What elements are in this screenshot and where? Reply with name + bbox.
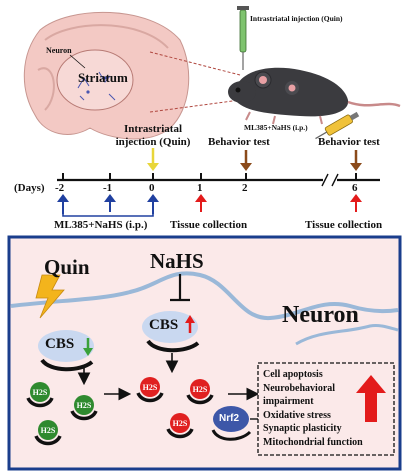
h2s-molecule: H2S (26, 382, 54, 408)
h2s-label: H2S (77, 401, 92, 410)
treatment-arrow-day-minus2 (57, 194, 69, 214)
cbs-left-label: CBS (45, 336, 75, 352)
h2s-molecule: H2S (136, 377, 164, 403)
h2s-molecule-group: H2S H2S H2S H2S H2S H2S (26, 377, 214, 446)
tick-label: 0 (149, 182, 155, 194)
h2s-molecule: H2S (70, 395, 98, 421)
treatment-arrow-day-0 (147, 194, 159, 214)
outcome-item: Oxidative stress (263, 409, 331, 421)
brain-section-illustration (23, 11, 190, 140)
cbs-left-base (40, 358, 94, 372)
tissue-arrow-1 (195, 194, 207, 212)
striatum-label: Striatum (78, 70, 128, 85)
h2s-label: H2S (41, 426, 56, 435)
outcome-list: Cell apoptosis Neurobehavioral impairmen… (263, 368, 363, 449)
neuron-process (295, 324, 399, 346)
neuron-membrane (10, 271, 399, 321)
h2s-molecule: H2S (34, 420, 62, 446)
injection-arrow (147, 148, 159, 171)
cbs-left-ellipse (38, 330, 94, 362)
h2s-label: H2S (193, 385, 208, 394)
syringe-ip-icon (315, 111, 360, 140)
h2s-label: H2S (143, 383, 158, 392)
neuron-pointer-line (69, 54, 86, 69)
outcome-item: Neurobehavioral (263, 382, 336, 394)
injection-top-label: Intrastriatal injection (Quin) (250, 14, 343, 23)
outcome-item: Mitochondrial function (263, 436, 363, 448)
tick-label: 1 (197, 182, 203, 194)
behavior-arrow-1 (240, 150, 252, 171)
event-behavior-1: Behavior test (208, 136, 270, 148)
tick-label: -2 (55, 182, 65, 194)
zoom-dash-top (149, 51, 241, 76)
event-injection-line1: Intrastriatal (123, 123, 183, 135)
syringe-injection-icon (237, 6, 249, 70)
h2s-label: H2S (33, 388, 48, 397)
neuron-panel-label: Neuron (282, 302, 359, 328)
event-injection-line2: injection (Quin) (115, 136, 191, 148)
cbs-right-ellipse (142, 311, 198, 343)
down-arrow-icon (83, 338, 93, 356)
lightning-bolt-icon (35, 274, 65, 319)
timeline-axis (57, 173, 380, 187)
up-arrow-icon (185, 315, 195, 333)
h2s-molecule: H2S (166, 413, 194, 439)
tick-label: 6 (352, 182, 358, 194)
outcome-item: Synaptic plasticity (263, 423, 342, 434)
cbs-right-label: CBS (149, 317, 179, 333)
mouse-illustration (228, 67, 401, 125)
tick-label: -1 (103, 182, 113, 194)
behavior-arrow-2 (350, 150, 362, 171)
tissue-collection-1: Tissue collection (170, 219, 248, 231)
nrf2-ellipse (213, 406, 249, 432)
quin-label: Quin (44, 255, 90, 279)
zoom-dash-bottom (149, 99, 241, 113)
days-label: (Days) (14, 182, 45, 194)
treatment-bracket (62, 214, 154, 217)
h2s-label: H2S (173, 419, 188, 428)
tick-label: 2 (242, 182, 248, 194)
event-behavior-2: Behavior test (318, 136, 380, 148)
treatment-label: ML385+NaHS (i.p.) (54, 219, 148, 231)
neuron-small-label: Neuron (46, 46, 72, 55)
tissue-arrow-2 (350, 194, 362, 212)
outcome-item: impairment (263, 396, 314, 407)
cbs-right-base (146, 339, 200, 353)
treatment-arrow-day-minus1 (104, 194, 116, 212)
increase-arrow-icon (356, 375, 386, 422)
tissue-collection-2: Tissue collection (305, 219, 383, 231)
timeline-tick-marks (62, 173, 357, 180)
h2s-molecule: H2S (186, 379, 214, 405)
nrf2-label: Nrf2 (219, 413, 240, 424)
nahs-label: NaHS (150, 249, 204, 273)
outcome-item: Cell apoptosis (263, 369, 323, 380)
drug-top-label: ML385+NaHS (i.p.) (244, 123, 308, 132)
nrf2-base (211, 429, 252, 441)
